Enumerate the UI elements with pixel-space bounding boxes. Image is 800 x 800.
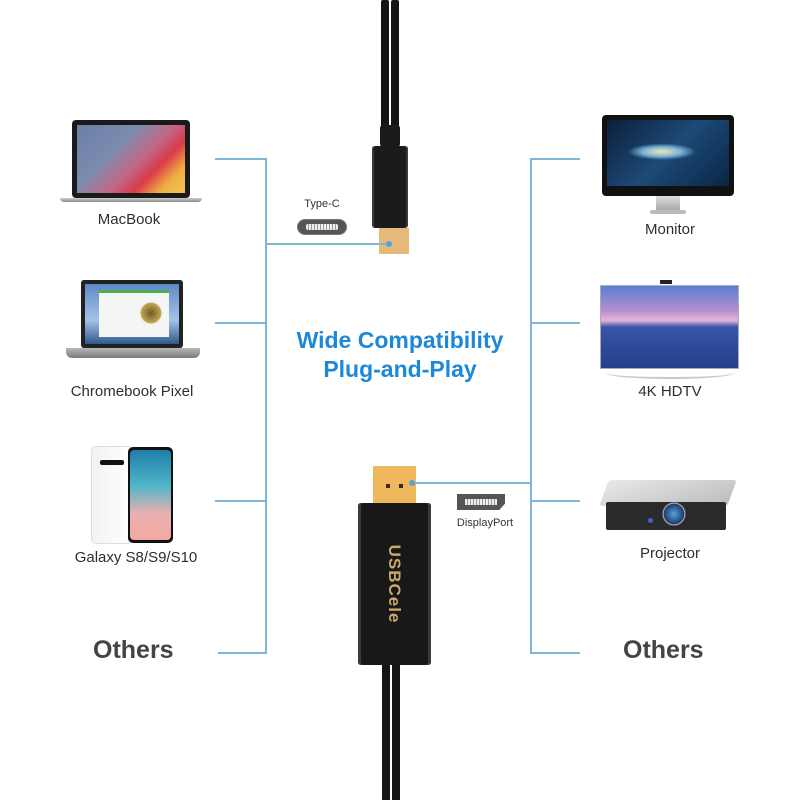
device-label: Galaxy S8/S9/S10 [74, 549, 198, 566]
laptop-icon [72, 120, 190, 198]
displayport-label: DisplayPort [456, 517, 514, 529]
others-right: Others [623, 636, 704, 664]
device-label: Chromebook Pixel [70, 383, 194, 400]
type-c-label: Type-C [304, 198, 340, 210]
device-label: 4K HDTV [638, 383, 702, 400]
device-label: Monitor [644, 221, 696, 238]
device-label: Projector [639, 545, 701, 562]
type-c-port-icon [298, 220, 346, 234]
headline-line-1: Wide Compatibility [296, 327, 504, 353]
displayport-plug-tip [373, 466, 416, 503]
laptop-icon [81, 280, 183, 348]
tv-icon [600, 285, 739, 369]
monitor-icon [602, 115, 734, 196]
headline-line-2: Plug-and-Play [323, 356, 477, 382]
projector-icon [599, 462, 737, 532]
displayport-port-icon [457, 494, 505, 510]
usb-c-connector-housing [372, 146, 408, 228]
smartphone-icon [128, 447, 173, 543]
headline: Wide Compatibility Plug-and-Play [270, 326, 530, 384]
device-label: MacBook [97, 211, 161, 228]
usb-c-plug-tip [379, 228, 409, 254]
smartphone-icon [92, 447, 132, 543]
brand-logo: USBCele [385, 544, 404, 624]
displayport-connector-housing [358, 503, 431, 665]
others-left: Others [93, 636, 174, 664]
